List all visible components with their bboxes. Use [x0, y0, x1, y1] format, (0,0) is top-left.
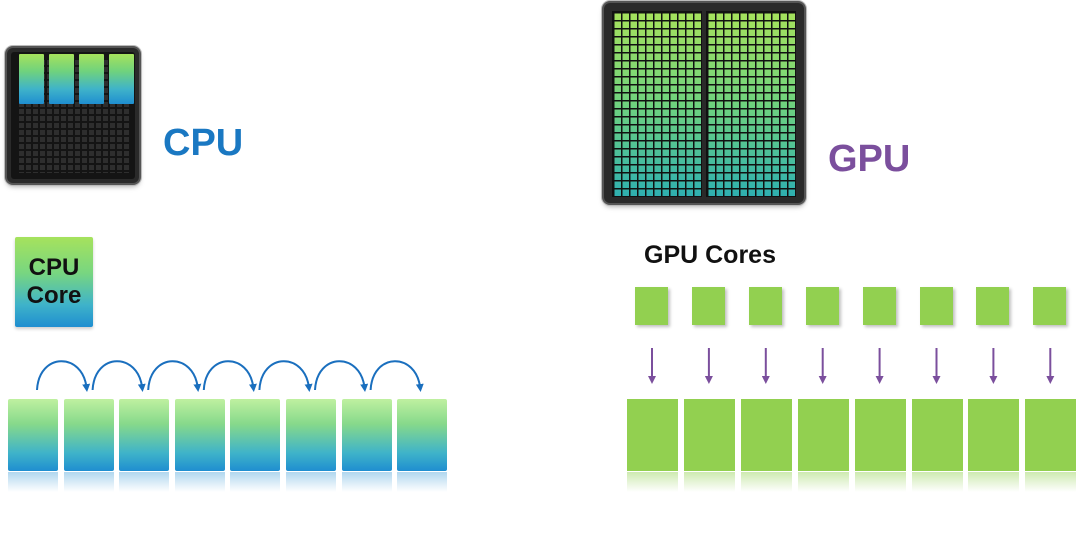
- cpu-task-reflection: [397, 472, 448, 492]
- cpu-sequence-arrow: [258, 360, 313, 392]
- cpu-task-reflection: [230, 472, 281, 492]
- cpu-task-block: [119, 399, 170, 471]
- cpu-sequence-arrow: [202, 360, 257, 392]
- gpu-core-block: [635, 287, 668, 325]
- cpu-chip-core: [109, 54, 134, 104]
- cpu-task-reflection: [341, 472, 392, 492]
- cpu-task-reflection: [8, 472, 58, 492]
- gpu-task-block: [740, 399, 792, 471]
- cpu-task-block: [8, 399, 58, 471]
- cpu-core-box: CPU Core: [15, 237, 93, 327]
- gpu-task-reflection: [854, 472, 906, 492]
- gpu-label: GPU: [828, 138, 911, 180]
- cpu-label: CPU: [163, 122, 244, 164]
- cpu-sequence-arrow: [369, 360, 424, 392]
- cpu-chip-core: [49, 54, 74, 104]
- cpu-task-block: [63, 399, 114, 471]
- cpu-task-reflection: [63, 472, 114, 492]
- cpu-task-reflection: [119, 472, 170, 492]
- gpu-core-block: [1033, 287, 1067, 325]
- gpu-core-block: [976, 287, 1010, 325]
- gpu-task-reflection: [740, 472, 792, 492]
- gpu-chip-icon: [604, 3, 804, 203]
- cpu-task-block: [397, 399, 448, 471]
- cpu-chip-core: [79, 54, 104, 104]
- cpu-sequence-arrow: [147, 360, 202, 392]
- cpu-task-block: [286, 399, 336, 471]
- cpu-task-reflection: [286, 472, 336, 492]
- cpu-task-block: [341, 399, 392, 471]
- cpu-chip-core: [19, 54, 44, 104]
- cpu-sequence-arrow: [36, 360, 91, 392]
- gpu-task-block: [854, 399, 906, 471]
- gpu-chip-core-grid: [706, 11, 796, 197]
- gpu-task-block: [968, 399, 1020, 471]
- gpu-core-block: [748, 287, 782, 325]
- gpu-task-block: [1025, 399, 1077, 471]
- cpu-core-label-line1: CPU: [28, 254, 80, 282]
- cpu-sequence-arrow: [314, 360, 369, 392]
- gpu-task-block: [797, 399, 849, 471]
- gpu-task-reflection: [1025, 472, 1077, 492]
- gpu-task-reflection: [968, 472, 1020, 492]
- cpu-task-block: [230, 399, 281, 471]
- cpu-task-reflection: [174, 472, 225, 492]
- gpu-task-reflection: [627, 472, 678, 492]
- gpu-core-block: [919, 287, 953, 325]
- gpu-task-reflection: [683, 472, 735, 492]
- gpu-task-block: [627, 399, 678, 471]
- gpu-core-block: [805, 287, 839, 325]
- cpu-core-label-line2: Core: [26, 282, 82, 309]
- gpu-core-block: [862, 287, 896, 325]
- cpu-chip-icon: [7, 48, 139, 183]
- gpu-task-block: [911, 399, 963, 471]
- gpu-task-block: [683, 399, 735, 471]
- gpu-chip-core-grid: [612, 11, 702, 197]
- gpu-task-reflection: [911, 472, 963, 492]
- gpu-cores-title: GPU Cores: [644, 241, 776, 269]
- gpu-core-block: [691, 287, 725, 325]
- gpu-task-reflection: [797, 472, 849, 492]
- cpu-task-block: [174, 399, 225, 471]
- cpu-sequence-arrow: [91, 360, 146, 392]
